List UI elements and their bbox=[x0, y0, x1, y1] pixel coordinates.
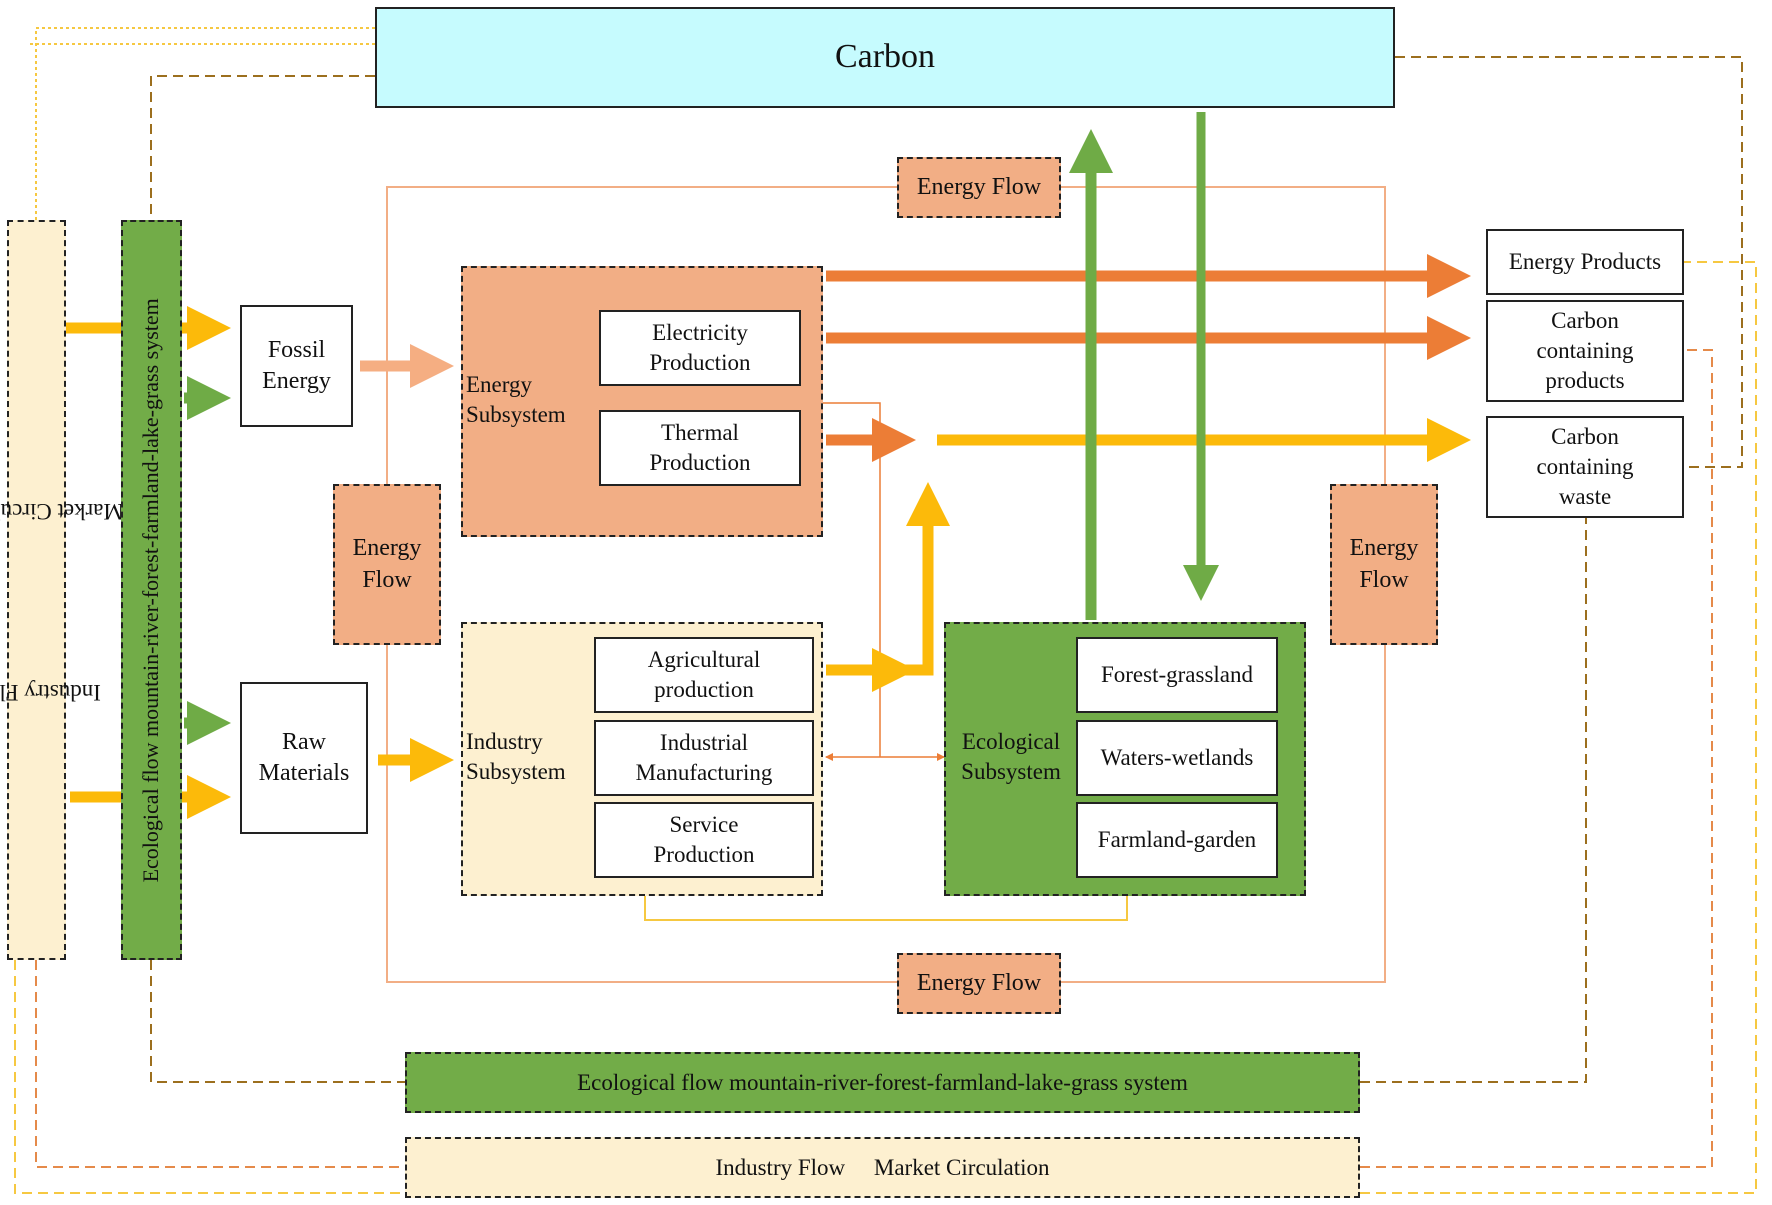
flow-arrows bbox=[66, 112, 1471, 819]
thermal-production-box: Thermal Production bbox=[599, 410, 801, 486]
forest-grassland-box: Forest-grassland bbox=[1076, 637, 1278, 713]
raw-materials-box: Raw Materials bbox=[240, 682, 368, 834]
industry-flow-vertical-label: Industry Flow bbox=[0, 680, 102, 706]
energy-flow-right: Energy Flow bbox=[1330, 484, 1438, 645]
ecological-flow-vertical-bar: Ecological flow mountain-river-forest-fa… bbox=[121, 220, 182, 960]
energy-flow-left-label: Energy Flow bbox=[352, 535, 422, 593]
energy-flow-bottom: Energy Flow bbox=[897, 953, 1061, 1014]
energy-flow-left: Energy Flow bbox=[333, 484, 441, 645]
fossil-energy-label: Fossil Energy bbox=[262, 336, 331, 394]
carbon-containing-waste-box: Carbon containing waste bbox=[1486, 416, 1684, 518]
energy-flow-right-label: Energy Flow bbox=[1349, 535, 1419, 593]
feedback-lines bbox=[14, 27, 1757, 1194]
forest-grassland-label: Forest-grassland bbox=[1100, 662, 1254, 688]
waters-wetlands-label: Waters-wetlands bbox=[1100, 745, 1254, 771]
carbon-containing-products-label: Carbon containing products bbox=[1536, 308, 1634, 393]
energy-flow-top-label: Energy Flow bbox=[916, 173, 1042, 200]
agricultural-production-box: Agricultural production bbox=[594, 637, 814, 713]
waters-wetlands-box: Waters-wetlands bbox=[1076, 720, 1278, 796]
carbon-containing-waste-label: Carbon containing waste bbox=[1536, 424, 1634, 509]
industry-market-horizontal-bar: Industry Flow Market Circulation bbox=[405, 1137, 1360, 1198]
energy-flow-top: Energy Flow bbox=[897, 157, 1061, 218]
farmland-garden-box: Farmland-garden bbox=[1076, 802, 1278, 878]
energy-subsystem-label: Energy Subsystem bbox=[466, 372, 566, 427]
agricultural-production-label: Agricultural production bbox=[647, 647, 761, 702]
industrial-manufacturing-box: Industrial Manufacturing bbox=[594, 720, 814, 796]
energy-products-label: Energy Products bbox=[1508, 249, 1662, 275]
industrial-manufacturing-label: Industrial Manufacturing bbox=[635, 730, 773, 785]
service-production-label: Service Production bbox=[653, 812, 755, 867]
service-production-box: Service Production bbox=[594, 802, 814, 878]
carbon-containing-products-box: Carbon containing products bbox=[1486, 300, 1684, 402]
industry-flow-horizontal-label: Industry Flow bbox=[715, 1154, 846, 1180]
carbon-label: Carbon bbox=[834, 38, 936, 76]
electricity-production-label: Electricity Production bbox=[649, 320, 751, 375]
energy-flow-bottom-label: Energy Flow bbox=[916, 969, 1042, 996]
fossil-energy-box: Fossil Energy bbox=[240, 305, 353, 427]
market-circulation-vertical-label: Market Circulation bbox=[0, 498, 125, 524]
industry-market-vertical-bar: Industry Flow Market Circulation bbox=[0, 220, 124, 960]
thermal-production-label: Thermal Production bbox=[649, 420, 751, 475]
ecological-subsystem-label: Ecological Subsystem bbox=[961, 729, 1061, 784]
market-circulation-horizontal-label: Market Circulation bbox=[873, 1154, 1050, 1180]
farmland-garden-label: Farmland-garden bbox=[1097, 827, 1257, 853]
carbon-box: Carbon bbox=[375, 7, 1395, 108]
electricity-production-box: Electricity Production bbox=[599, 310, 801, 386]
industry-subsystem-label: Industry Subsystem bbox=[466, 729, 566, 784]
thin-connectors bbox=[823, 402, 945, 761]
ecological-flow-horizontal-bar: Ecological flow mountain-river-forest-fa… bbox=[405, 1052, 1360, 1113]
energy-products-box: Energy Products bbox=[1486, 229, 1684, 295]
raw-materials-label: Raw Materials bbox=[258, 728, 350, 786]
ecological-flow-vertical-label: Ecological flow mountain-river-forest-fa… bbox=[138, 297, 164, 883]
ecological-flow-horizontal-label: Ecological flow mountain-river-forest-fa… bbox=[577, 1069, 1188, 1095]
